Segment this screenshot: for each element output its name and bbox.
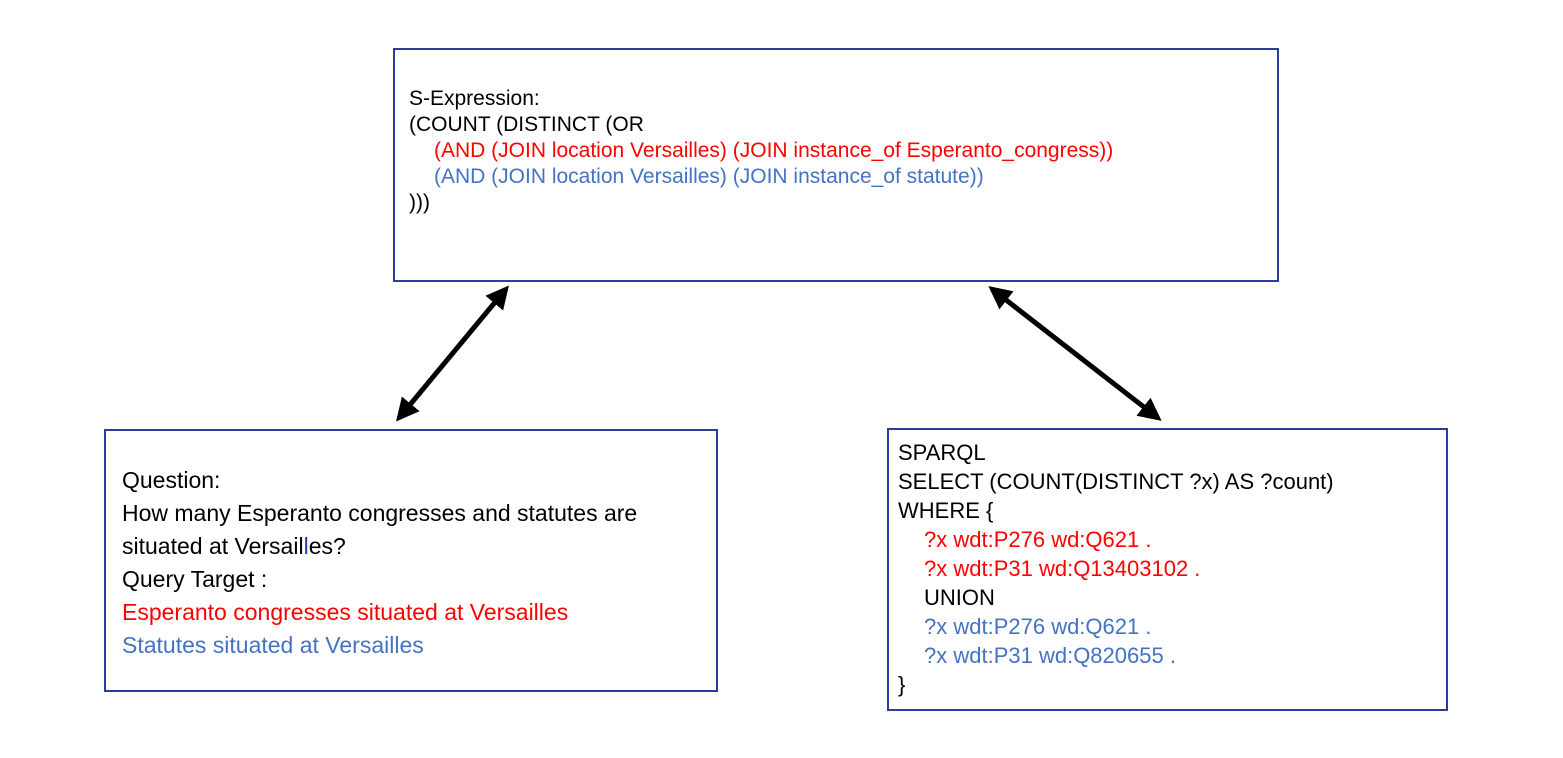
s-expression-line-red: (AND (JOIN location Versailles) (JOIN in… bbox=[434, 139, 1114, 162]
blue-letter-l: l bbox=[303, 533, 309, 559]
sparql-box: SPARQL SELECT (COUNT(DISTINCT ?x) AS ?co… bbox=[887, 428, 1448, 711]
s-expression-line-blue: (AND (JOIN location Versailles) (JOIN in… bbox=[434, 165, 984, 188]
sparql-triple-red-2: ?x wdt:P31 wd:Q13403102 . bbox=[924, 556, 1201, 581]
query-target-label: Query Target : bbox=[122, 566, 268, 592]
question-text-line-2-pre: situated at Versail bbox=[122, 533, 304, 559]
s-expression-title: S-Expression: bbox=[409, 87, 540, 110]
question-box: Question: How many Esperanto congresses … bbox=[104, 429, 718, 692]
double-arrow-right bbox=[988, 286, 1162, 421]
sparql-triple-red-1: ?x wdt:P276 wd:Q621 . bbox=[924, 527, 1152, 552]
query-target-red: Esperanto congresses situated at Versail… bbox=[122, 599, 569, 625]
sparql-triple-blue-1: ?x wdt:P276 wd:Q621 . bbox=[924, 614, 1152, 639]
double-arrow-left bbox=[396, 285, 509, 422]
s-expression-line: (COUNT (DISTINCT (OR bbox=[409, 113, 644, 136]
question-text-line-1: How many Esperanto congresses and statut… bbox=[122, 500, 638, 526]
sparql-where-line: WHERE { bbox=[898, 498, 994, 523]
sparql-union-keyword: UNION bbox=[924, 585, 995, 610]
s-expression-closing-parens: ))) bbox=[409, 191, 430, 214]
query-target-blue: Statutes situated at Versailles bbox=[122, 632, 424, 658]
s-expression-box: S-Expression: (COUNT (DISTINCT (OR (AND … bbox=[393, 48, 1279, 282]
sparql-select-line: SELECT (COUNT(DISTINCT ?x) AS ?count) bbox=[898, 469, 1334, 494]
question-label: Question: bbox=[122, 467, 221, 493]
sparql-triple-blue-2: ?x wdt:P31 wd:Q820655 . bbox=[924, 643, 1176, 668]
sparql-closing-brace: } bbox=[898, 672, 906, 697]
question-text-line-2-post: es? bbox=[308, 533, 346, 559]
question-text-line-2: situated at Versailles? bbox=[122, 530, 706, 563]
sparql-title: SPARQL bbox=[898, 440, 986, 465]
